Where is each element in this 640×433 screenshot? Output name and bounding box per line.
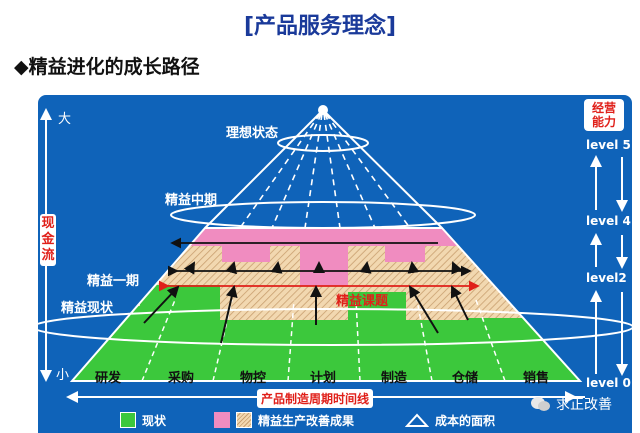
category-manufacturing: 制造 <box>381 371 408 386</box>
capability-title-line1: 经营 <box>591 101 616 115</box>
wechat-icon <box>531 397 550 411</box>
green-swatch-icon <box>120 412 136 428</box>
level-2: level2 <box>586 271 627 285</box>
category-dividers <box>141 299 506 382</box>
timeline-label: 产品制造周期时间线 <box>257 389 374 408</box>
legend-current-label: 现状 <box>142 413 167 428</box>
apex-dot <box>318 105 328 115</box>
cone-lines <box>204 105 443 229</box>
y-axis-top-label: 大 <box>58 112 72 127</box>
legend-cost-area: 成本的面积 <box>405 411 495 429</box>
section-subtitle: ◆精益进化的成长路径 <box>14 52 200 79</box>
category-purchasing: 采购 <box>168 371 195 386</box>
subtitle-text: 精益进化的成长路径 <box>28 56 200 78</box>
stage-label-phase1: 精益一期 <box>87 274 140 289</box>
pyramid-body <box>72 228 580 381</box>
legend-improvement-label: 精益生产改善成果 <box>258 413 355 428</box>
category-rd: 研发 <box>95 371 122 386</box>
level-5: level 5 <box>586 138 631 152</box>
pink-swatch-icon <box>214 412 230 428</box>
watermark: 求正改善 <box>530 394 612 414</box>
capability-title: 经营 能力 <box>584 99 624 131</box>
category-warehouse: 仓储 <box>452 371 479 386</box>
category-planning: 计划 <box>310 371 337 386</box>
stage-label-current: 精益现状 <box>61 301 114 316</box>
triangle-outline-icon <box>405 413 429 427</box>
category-material-control: 物控 <box>240 371 267 386</box>
capability-title-line2: 能力 <box>591 115 616 129</box>
legend-improvement: 精益生产改善成果 <box>214 411 354 429</box>
legend-current: 现状 <box>120 411 166 429</box>
stage-label-mid: 精益中期 <box>165 193 218 208</box>
stage-ellipses <box>32 134 634 346</box>
level-0: level 0 <box>586 376 631 390</box>
improvement-arrows <box>143 261 469 344</box>
stage-label-ideal: 理想状态 <box>226 126 279 141</box>
watermark-text: 求正改善 <box>556 397 612 413</box>
diamond-bullet-icon: ◆ <box>14 56 29 78</box>
legend-cost-area-label: 成本的面积 <box>435 413 496 428</box>
level-4: level 4 <box>586 214 631 228</box>
y-axis-bottom-label: 小 <box>56 368 70 383</box>
lean-topic-label: 精益课题 <box>336 294 389 309</box>
category-sales: 销售 <box>523 371 550 386</box>
page-title: [产品服务理念] <box>243 14 397 39</box>
y-axis-label: 现金流 <box>40 214 56 266</box>
hatch-swatch-icon <box>236 412 252 428</box>
level-arrows <box>590 155 628 376</box>
